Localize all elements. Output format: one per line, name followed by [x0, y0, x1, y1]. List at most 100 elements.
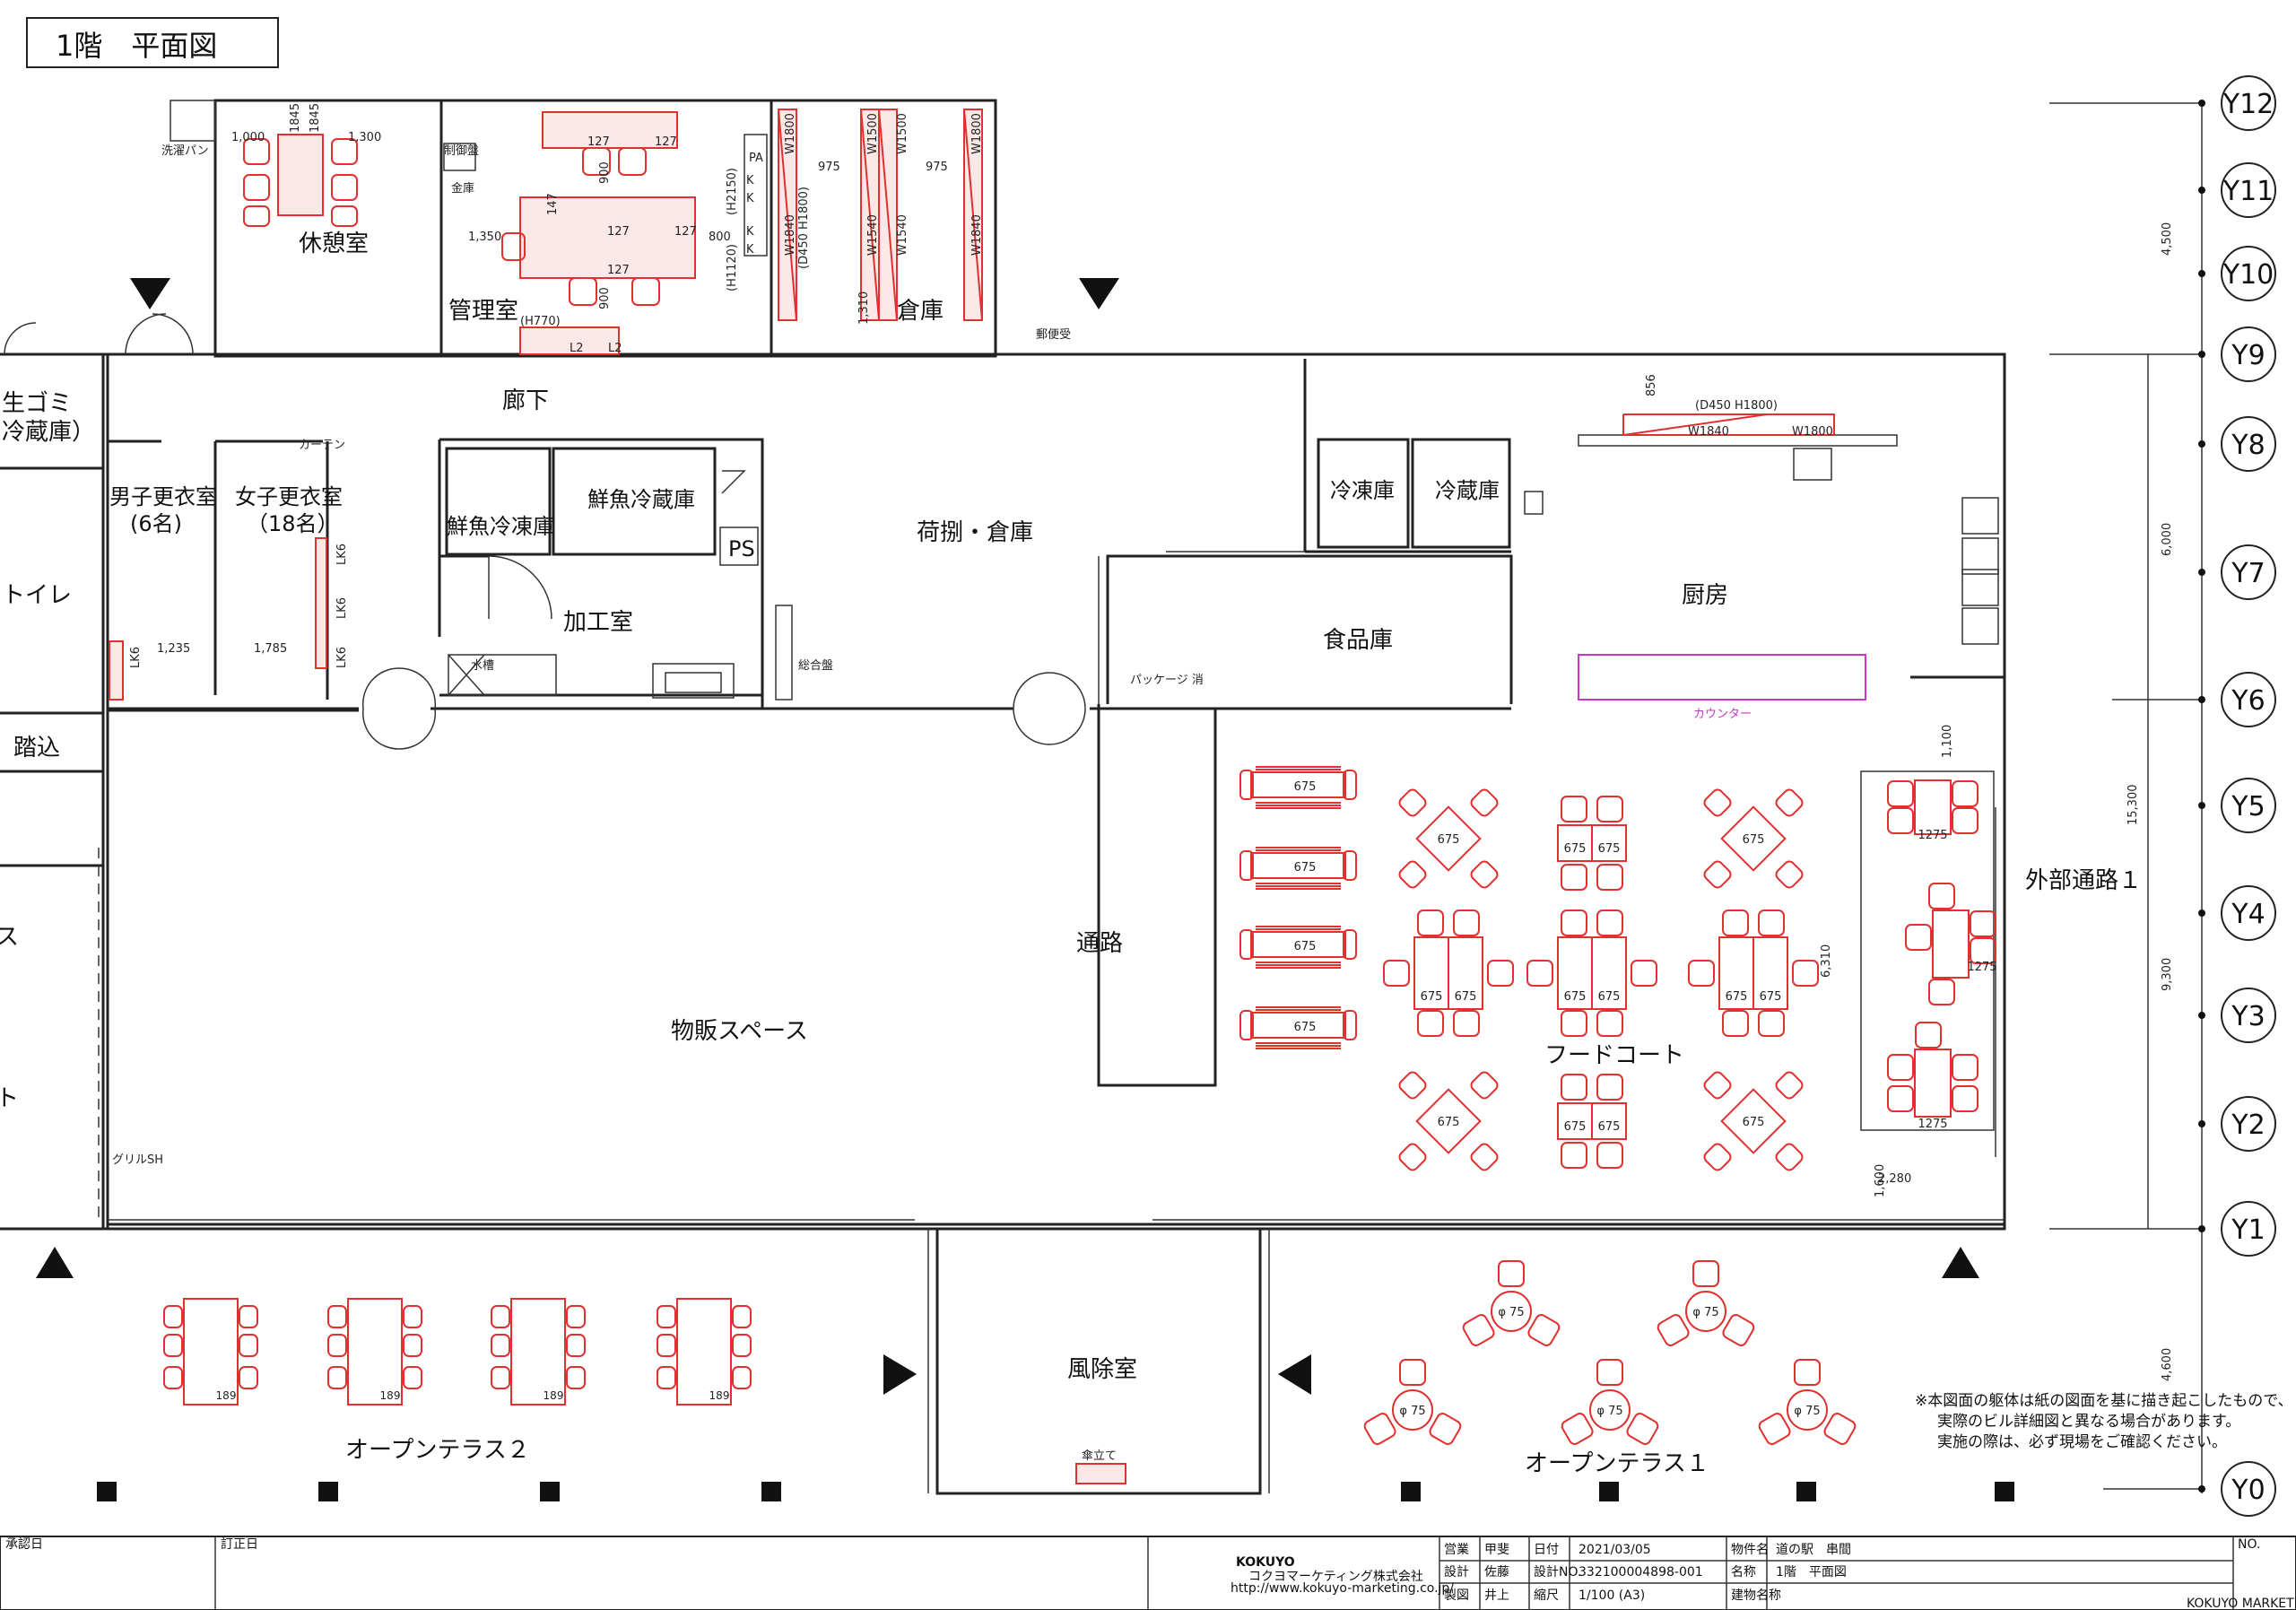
grid-dot [2198, 100, 2205, 107]
tb-draft: 井上 [1484, 1588, 1509, 1603]
grid-dot [2198, 696, 2205, 703]
chair [1952, 1054, 1979, 1081]
table-top-right [1752, 936, 1788, 1010]
grid-span-4600: 4,600 [2161, 1348, 2174, 1381]
bench-table: 675 [1239, 926, 1357, 969]
room-freezer: 冷凍庫 [1330, 478, 1395, 503]
vertical-dimension-labels: 1845 1845 147 900 900 W1800 W1500 W1500 … [129, 103, 1954, 1197]
dim-1845-b: 1845 [309, 103, 322, 133]
table-top-left [1413, 936, 1449, 1010]
chair [1915, 1022, 1942, 1049]
chair [1775, 788, 1804, 817]
room-food-storage: 食品庫 [1323, 627, 1393, 654]
room-womens-changing-1: 女子更衣室 [235, 484, 343, 509]
diamond-table: 675 [1398, 788, 1499, 889]
grid-circle [2221, 672, 2276, 727]
chair [1470, 1143, 1499, 1171]
dim-1275: 1275 [1918, 829, 1947, 842]
room-kitchen: 厨房 [1682, 582, 1728, 609]
room-rest: 休憩室 [299, 231, 369, 257]
tb-approval-date: 承認日 [5, 1537, 43, 1552]
dim-189: 189 [709, 1389, 730, 1402]
grid-dot [2198, 569, 2205, 576]
grid-label: Y11 [2222, 176, 2274, 207]
dim-900-b: 900 [598, 287, 612, 309]
dim-1785: 1,785 [254, 642, 287, 656]
chair [1657, 1314, 1690, 1346]
tb-scale: 1/100 (A3) [1578, 1588, 1645, 1603]
grid-span-4500: 4,500 [2161, 222, 2174, 256]
grid-label: Y9 [2231, 340, 2265, 371]
grid-label: Y2 [2231, 1110, 2265, 1141]
dim-127-e: 127 [607, 264, 630, 277]
table-top [183, 1298, 239, 1405]
round-table: φ 75 [1462, 1260, 1561, 1346]
round-table: φ 75 [1758, 1359, 1857, 1445]
chair [732, 1305, 752, 1328]
chair [1487, 960, 1514, 987]
tb-building-label: 建物名称 [1731, 1588, 1781, 1603]
chair [1792, 960, 1819, 987]
dim-phi75: φ 75 [1596, 1405, 1622, 1418]
label-h2150: (H2150) [726, 168, 739, 215]
grid-marker-y12: Y12 [2198, 75, 2276, 131]
dim-l2-b: L2 [608, 342, 622, 355]
grid-circle [2221, 988, 2276, 1043]
grid-span-6000: 6,000 [2161, 523, 2174, 556]
grid-circle [2221, 885, 2276, 941]
note-line-3: 実施の際は、必ず現場をご確認ください。 [1937, 1433, 2227, 1451]
table-top [510, 1298, 566, 1405]
grid-marker-y10: Y10 [2198, 246, 2276, 301]
label-mailbox: 郵便受 [1036, 328, 1071, 342]
chair [163, 1366, 183, 1389]
grid-marker-y7: Y7 [2198, 544, 2276, 600]
grid-marker-y11: Y11 [2198, 162, 2276, 218]
dim-675: 675 [1726, 990, 1748, 1004]
chair [1398, 860, 1427, 889]
table-top [1932, 909, 1970, 979]
dim-675: 675 [1564, 1120, 1587, 1134]
dimension-labels: 1,000 1,300 127 127 127 127 127 1,350 80… [157, 131, 1911, 1186]
table-top [1685, 1291, 1726, 1332]
grid-dot [2198, 1120, 2205, 1127]
label-grill-shutter: グリルSH [112, 1153, 163, 1167]
chair [327, 1305, 347, 1328]
room-mens-changing-2: (6名) [130, 511, 182, 536]
dim-phi75: φ 75 [1498, 1306, 1524, 1319]
chair [1692, 1260, 1719, 1287]
dim-127-b: 127 [655, 135, 677, 149]
dim-675: 675 [1564, 990, 1587, 1004]
chair [657, 1366, 676, 1389]
chair [1794, 1359, 1821, 1386]
grid-dot [2198, 1225, 2205, 1232]
chair [1952, 780, 1979, 807]
chair [1417, 1010, 1444, 1037]
grid-marker-y1: Y1 [2198, 1201, 2276, 1257]
room-office: 管理室 [448, 298, 518, 325]
chair [327, 1366, 347, 1389]
grid-label: Y6 [2231, 685, 2265, 717]
table-top [1720, 805, 1787, 872]
chair [1239, 1010, 1254, 1040]
chair [491, 1366, 510, 1389]
grid-circle [2221, 1201, 2276, 1257]
chair [1970, 937, 1996, 964]
chair [1596, 1010, 1623, 1037]
dim-147: 147 [546, 193, 560, 215]
chair [1343, 770, 1357, 800]
chair [1383, 960, 1410, 987]
dim-1600: 1,600 [1874, 1164, 1887, 1197]
room-mens-changing-1: 男子更衣室 [109, 484, 217, 509]
tb-logo: KOKUYO [1236, 1555, 1295, 1570]
dim-1100: 1,100 [1941, 725, 1954, 758]
columns [97, 1482, 2014, 1501]
dim-127-d: 127 [674, 225, 697, 239]
drawing-title: 1階 平面図 [56, 29, 217, 63]
tb-scale-label: 縮尺 [1534, 1588, 1559, 1603]
tb-date: 2021/03/05 [1578, 1543, 1651, 1557]
table-top-right [1448, 936, 1483, 1010]
table-top [1914, 1049, 1952, 1118]
dim-w1840-b: W1840 [970, 214, 984, 256]
grid-dot [2198, 440, 2205, 448]
